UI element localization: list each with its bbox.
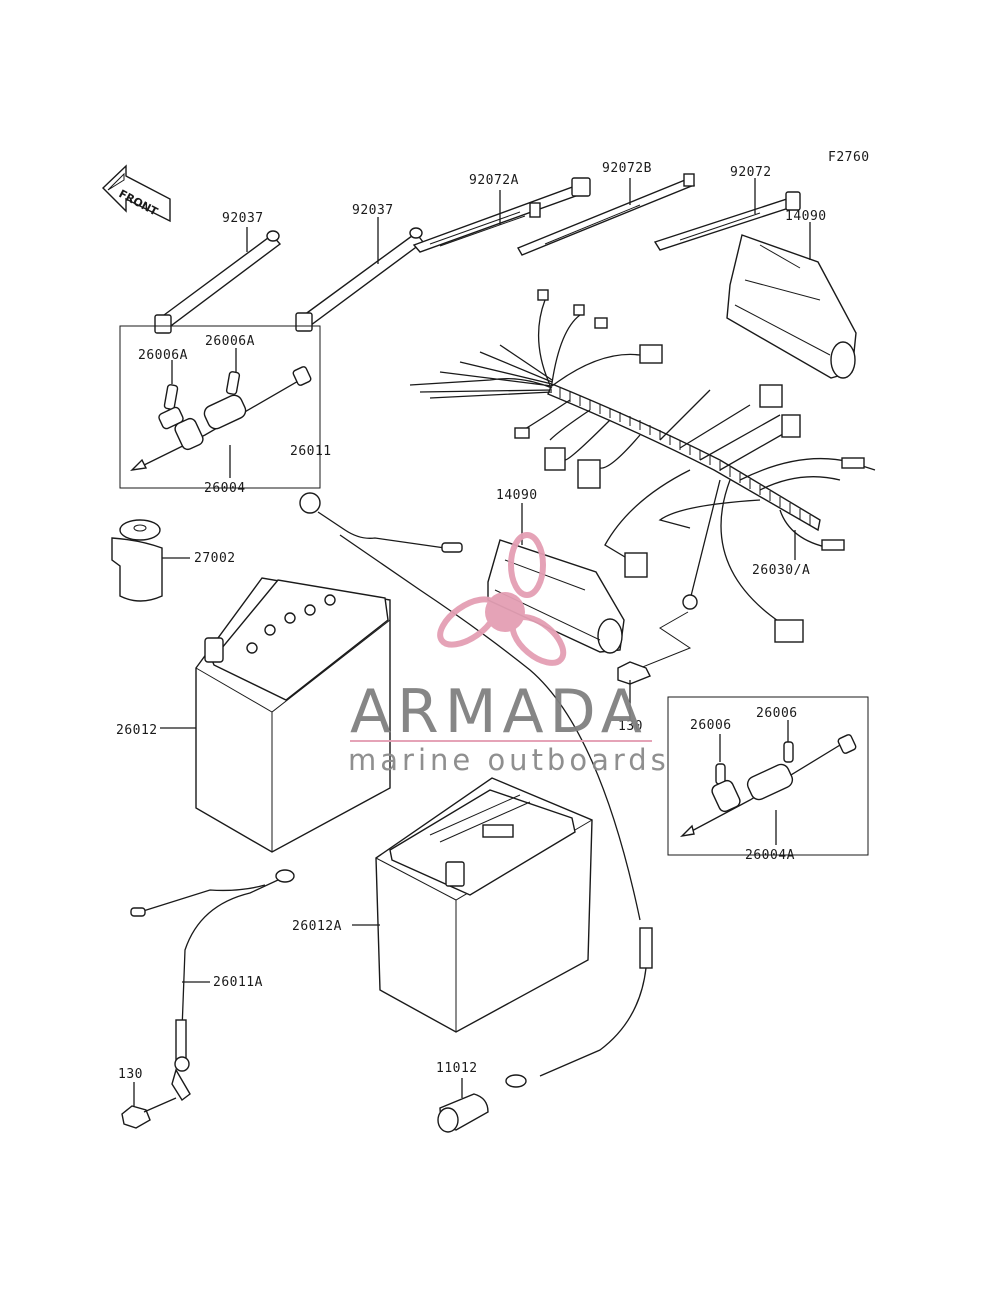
tie-92072A (412, 177, 591, 253)
fuse-holder-b-box (667, 696, 869, 856)
bolt-130-left (121, 1082, 177, 1129)
cover-14090-top (726, 222, 857, 379)
wiring-harness-26030 (409, 289, 876, 643)
label-strap-mid: 92037 (352, 203, 394, 218)
front-arrow-icon: FRONT (101, 164, 171, 223)
strap-92037-left (154, 227, 282, 334)
strap-92037-mid (295, 217, 424, 332)
label-fuse-holder-b: 26004A (745, 848, 795, 863)
watermark-tagline: marine outboards (348, 743, 670, 777)
label-cover-mid: 14090 (496, 488, 538, 503)
label-strap-left: 92037 (222, 211, 264, 226)
watermark: ARMADA marine outboards (348, 532, 670, 777)
label-fuse-left: 26006 (690, 718, 732, 733)
battery-26012 (160, 577, 391, 853)
cap-11012 (437, 1078, 489, 1133)
propeller-logo-icon (437, 532, 567, 666)
label-cable-a: 26011A (213, 975, 263, 990)
battery-cable-26011A (130, 869, 295, 1102)
battery-26012A (352, 777, 593, 1033)
label-cover-top: 14090 (785, 209, 827, 224)
label-fuse-a-left: 26006A (138, 348, 188, 363)
label-fuse-a-right: 26006A (205, 334, 255, 349)
label-tie: 92072 (730, 165, 772, 180)
watermark-brand: ARMADA (350, 677, 648, 747)
label-relay: 27002 (194, 551, 236, 566)
label-battery: 26012 (116, 723, 158, 738)
label-bolt-right: 130 (618, 719, 643, 734)
relay-27002 (111, 519, 190, 602)
label-battery-a: 26012A (292, 919, 342, 934)
label-harness: 26030/A (752, 563, 810, 578)
figure-code: F2760 (828, 150, 870, 165)
label-cap: 11012 (436, 1061, 478, 1076)
label-tie-b: 92072B (602, 161, 652, 176)
label-fuse-right: 26006 (756, 706, 798, 721)
bolt-130-right (617, 611, 692, 720)
label-fuse-holder-a-group: 26011 (290, 444, 332, 459)
tie-92072B (516, 173, 696, 256)
ground-cable (505, 927, 653, 1088)
label-bolt-left: 130 (118, 1067, 143, 1082)
label-tie-a: 92072A (469, 173, 519, 188)
tie-92072 (653, 178, 801, 251)
fuse-holder-a-box (119, 325, 321, 489)
label-fuse-holder-a: 26004 (204, 481, 246, 496)
